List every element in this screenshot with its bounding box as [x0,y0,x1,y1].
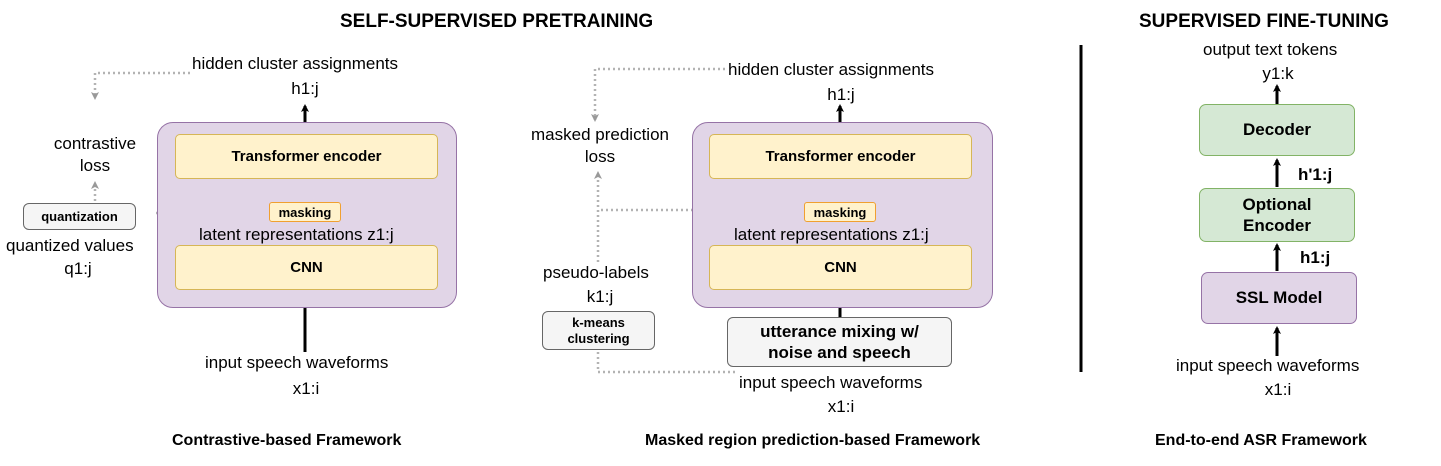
cnn-box-2: CNN [709,245,972,290]
input-waveforms-label-3: input speech waveforms [1176,356,1360,375]
hidden-cluster-label: hidden cluster assignments [192,54,399,73]
input-waveforms-label: input speech waveforms [205,353,389,372]
output-text-tokens-symbol: y1:k [1262,64,1294,83]
input-waveforms-symbol-3: x1:i [1264,380,1292,399]
finetuning-header: SUPERVISED FINE-TUNING [1139,11,1389,32]
latent-representations-label: latent representations z1:j [199,225,394,244]
contrastive-loss-label: contrastive loss [53,134,137,175]
input-waveforms-symbol: x1:i [292,379,320,398]
input-waveforms-symbol-2: x1:i [827,397,855,416]
pretraining-header: SELF-SUPERVISED PRETRAINING [340,11,654,32]
hidden-cluster-label-2: hidden cluster assignments [728,60,935,79]
h-label: h1:j [1300,248,1331,267]
hidden-cluster-symbol: h1:j [291,79,319,98]
transformer-encoder-box: Transformer encoder [175,134,438,179]
quantized-values-symbol: q1:j [64,259,92,278]
dotted-hidden-to-loss [91,71,190,100]
utterance-mixing-box: utterance mixing w/ noise and speech [727,317,952,367]
masking-box-2: masking [804,202,876,222]
transformer-encoder-box-2: Transformer encoder [709,134,972,179]
dotted-hidden-to-loss-2 [591,67,725,122]
masking-box: masking [269,202,341,222]
asr-caption: End-to-end ASR Framework [1155,432,1367,449]
kmeans-clustering-box: k-means clustering [542,311,655,350]
cnn-box: CNN [175,245,438,290]
pseudo-labels-label: pseudo-labels [543,263,649,282]
quantized-values-label: quantized values [6,236,134,255]
input-waveforms-label-2: input speech waveforms [739,373,923,392]
contrastive-caption: Contrastive-based Framework [172,432,402,449]
masked-prediction-loss-label: masked prediction loss [531,125,669,166]
quantization-box: quantization [23,203,136,230]
decoder-box: Decoder [1199,104,1355,156]
optional-encoder-box: Optional Encoder [1199,188,1355,242]
hprime-label: h'1:j [1298,165,1333,184]
latent-representations-label-2: latent representations z1:j [734,225,929,244]
dotted-input-to-kmeans [596,350,735,374]
output-text-tokens-label: output text tokens [1203,40,1338,59]
ssl-model-box: SSL Model [1201,272,1357,324]
pseudo-labels-symbol: k1:j [586,287,614,306]
hidden-cluster-symbol-2: h1:j [827,85,855,104]
masked-caption: Masked region prediction-based Framework [645,432,981,449]
